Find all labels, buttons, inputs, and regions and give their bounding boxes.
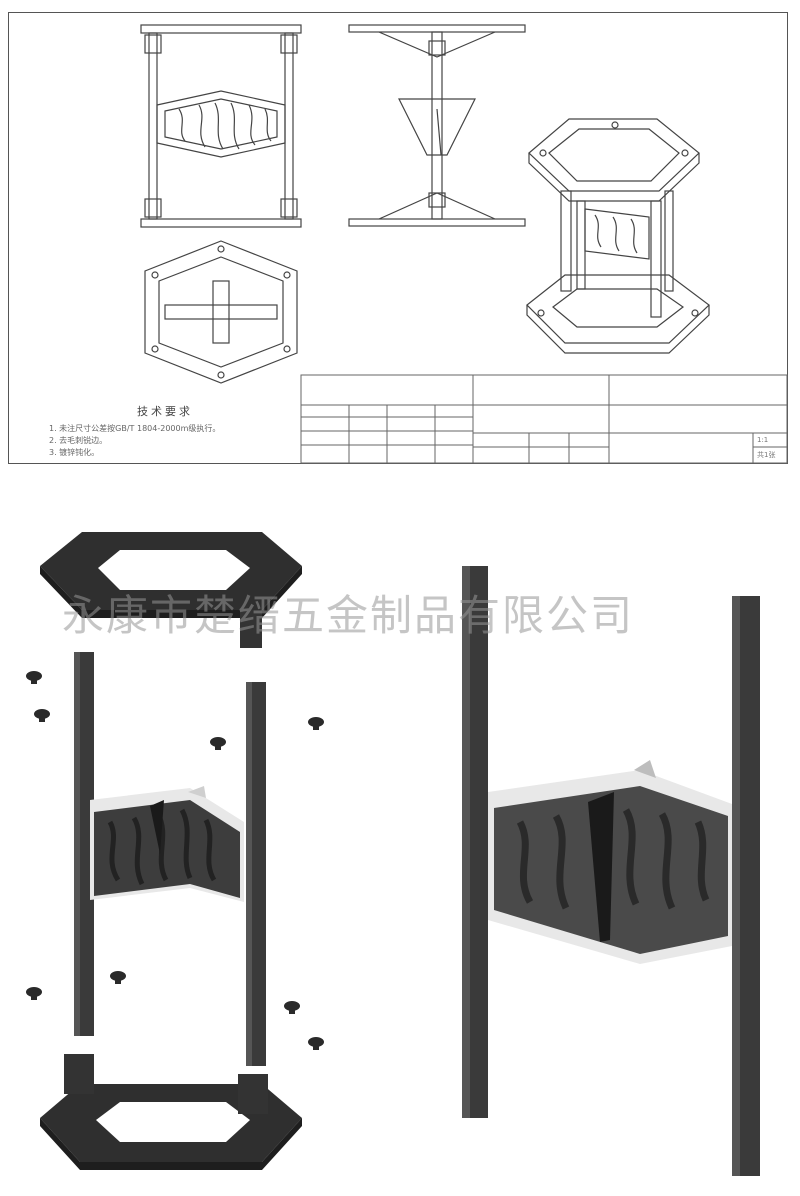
front-view: [140, 24, 302, 228]
title-block-scale: 1:1: [757, 436, 769, 444]
note-line-2: 2. 去毛刺锐边。: [49, 436, 108, 445]
top-view: [144, 240, 298, 384]
note-line-1: 1. 未注尺寸公差按GB/T 1804-2000m级执行。: [49, 424, 221, 433]
product-renders: 永康市楚缙五金制品有限公司: [0, 470, 800, 1196]
technical-drawing-sheet: 技术要求 1. 未注尺寸公差按GB/T 1804-2000m级执行。 2. 去毛…: [8, 12, 788, 464]
title-block-sheet: 共1张: [757, 451, 776, 459]
technical-requirements-title: 技术要求: [137, 405, 193, 418]
isometric-view: [526, 118, 710, 354]
drawing-views: [140, 24, 788, 464]
exploded-and-assembled-views: [26, 532, 760, 1176]
note-line-3: 3. 镀锌钝化。: [49, 448, 100, 457]
assembled-view: [462, 566, 760, 1176]
side-view: [348, 24, 526, 227]
company-watermark: 永康市楚缙五金制品有限公司: [62, 591, 635, 640]
title-block: [300, 374, 788, 464]
exploded-view: [26, 532, 324, 1170]
